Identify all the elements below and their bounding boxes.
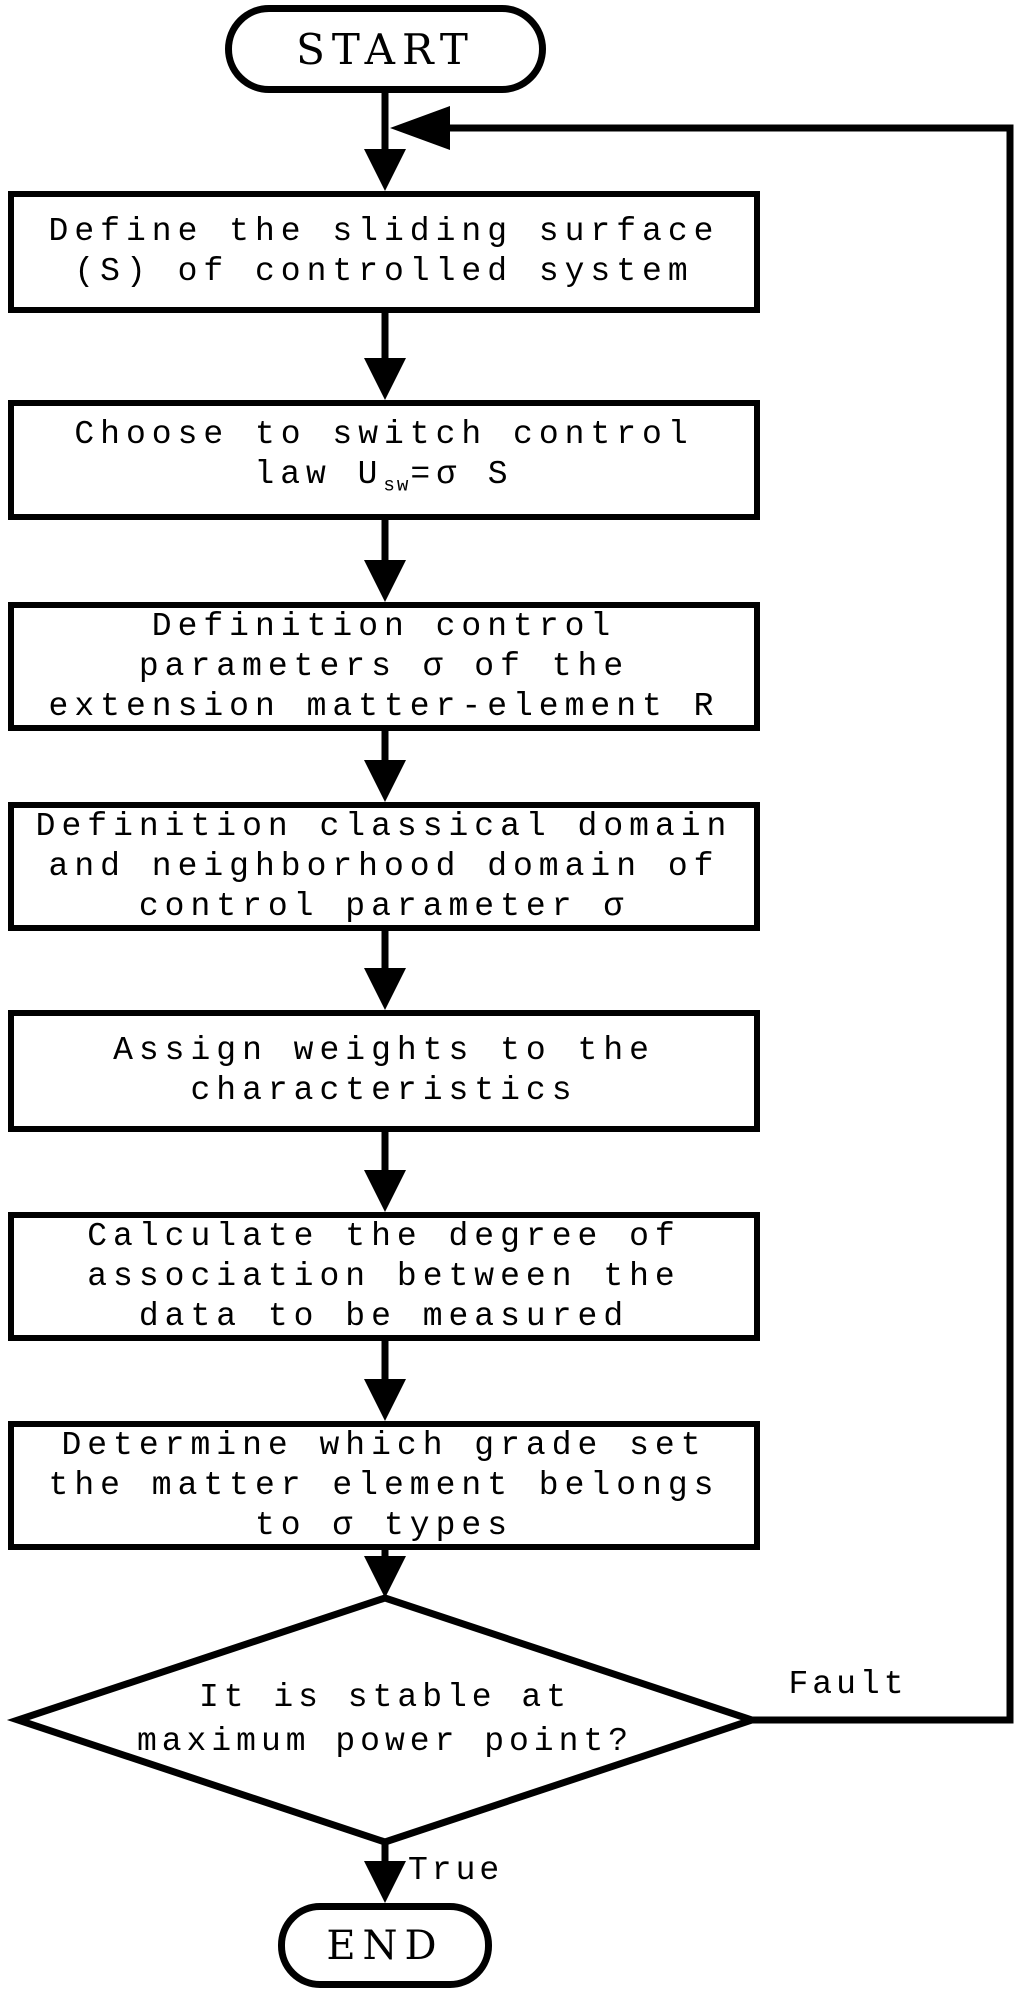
arrowhead-into-end bbox=[364, 1861, 406, 1903]
process-line: control parameter σ bbox=[138, 887, 630, 925]
process-line: and neighborhood domain of bbox=[48, 847, 720, 885]
process-line: Definition control bbox=[151, 607, 617, 645]
fault-feedback-line bbox=[450, 124, 1014, 1724]
end-label: END bbox=[326, 1922, 444, 1969]
process-line-formula: law Usw=σ S bbox=[254, 455, 513, 506]
process-line: parameters σ of the bbox=[138, 647, 630, 685]
process-line: Definition classical domain bbox=[35, 807, 733, 845]
arrowhead-into-step4 bbox=[364, 760, 406, 802]
arrowhead-into-step3 bbox=[364, 560, 406, 602]
process-box-assign-weights: Assign weights to the characteristics bbox=[8, 1010, 760, 1132]
process-line: association between the bbox=[87, 1257, 681, 1295]
arrowhead-into-step6 bbox=[364, 1170, 406, 1212]
process-box-definition-control-parameters: Definition control parameters σ of the e… bbox=[8, 602, 760, 731]
formula-subscript: sw bbox=[383, 474, 411, 497]
start-label: START bbox=[296, 24, 475, 74]
true-branch-label: True bbox=[408, 1852, 504, 1889]
arrowhead-into-step5 bbox=[364, 968, 406, 1010]
process-box-define-sliding-surface: Define the sliding surface (S) of contro… bbox=[8, 191, 760, 313]
arrowhead-into-step2 bbox=[364, 358, 406, 400]
arrowhead-into-step1 bbox=[364, 149, 406, 191]
start-terminal: START bbox=[225, 5, 546, 93]
arrowhead-feedback-merge bbox=[390, 106, 450, 150]
process-line: Determine which grade set bbox=[61, 1426, 707, 1464]
formula-post: =σ S bbox=[410, 455, 514, 493]
process-line: to σ types bbox=[254, 1506, 514, 1544]
decision-line: It is stable at bbox=[198, 1679, 572, 1716]
arrowhead-into-step7 bbox=[364, 1379, 406, 1421]
process-line: Calculate the degree of bbox=[87, 1217, 681, 1255]
process-box-definition-domains: Definition classical domain and neighbor… bbox=[8, 802, 760, 931]
process-line: the matter element belongs bbox=[48, 1466, 720, 1504]
process-line: Assign weights to the bbox=[113, 1032, 655, 1069]
process-line: extension matter-element R bbox=[48, 687, 720, 725]
formula-pre: law U bbox=[254, 455, 384, 493]
process-box-determine-grade-set: Determine which grade set the matter ele… bbox=[8, 1421, 760, 1550]
process-box-switch-control-law: Choose to switch control law Usw=σ S bbox=[8, 400, 760, 520]
process-line: (S) of controlled system bbox=[74, 253, 694, 290]
arrowhead-into-decision bbox=[364, 1556, 406, 1598]
process-line: Define the sliding surface bbox=[48, 213, 720, 250]
process-box-calculate-association: Calculate the degree of association betw… bbox=[8, 1212, 760, 1341]
end-terminal: END bbox=[278, 1903, 492, 1988]
process-line: data to be measured bbox=[138, 1297, 630, 1335]
decision-question: It is stable at maximum power point? bbox=[60, 1676, 710, 1764]
process-line: Choose to switch control bbox=[74, 415, 694, 453]
fault-branch-label: Fault bbox=[788, 1666, 908, 1703]
decision-diamond bbox=[6, 1594, 764, 1846]
process-line: characteristics bbox=[190, 1072, 578, 1109]
decision-line: maximum power point? bbox=[136, 1723, 634, 1760]
